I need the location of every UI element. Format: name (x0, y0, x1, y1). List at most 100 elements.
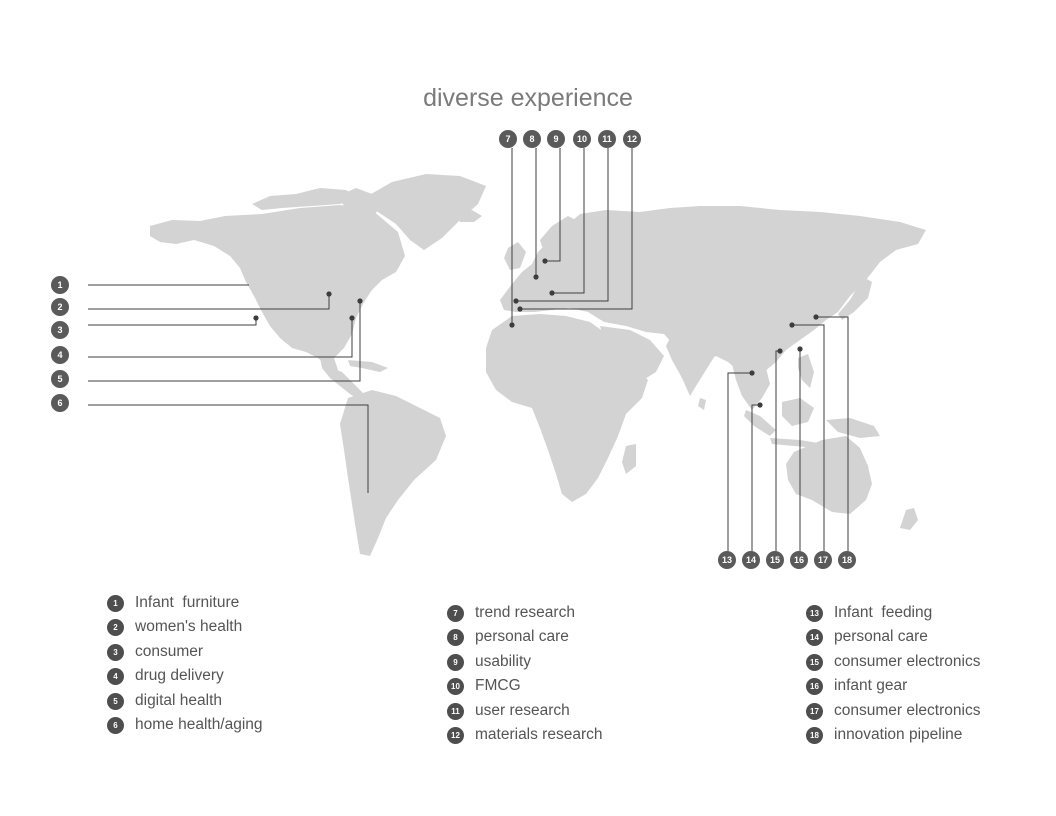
indochina (732, 360, 770, 410)
leader-line-6 (88, 404, 369, 493)
legend-item-12: 12 materials research (447, 725, 603, 745)
legend-label-1: Infant furniture (135, 594, 240, 611)
new-zealand (900, 508, 918, 530)
legend-badge-12: 12 (447, 726, 464, 744)
legend-item-6: 6 home health/aging (107, 715, 263, 735)
legend-label-13: Infant feeding (834, 604, 933, 621)
leader-line-9 (545, 148, 561, 262)
map-marker-8: 8 (523, 130, 541, 148)
new-guinea (826, 418, 880, 438)
location-dots (253, 258, 819, 408)
map-title: diverse experience (423, 84, 633, 112)
svg-text:4: 4 (57, 350, 62, 360)
legend-badge-6: 6 (107, 716, 124, 734)
map-marker-15: 15 (766, 551, 784, 569)
location-dot-5 (357, 298, 363, 304)
legend-item-15: 15 consumer electronics (806, 652, 980, 672)
sri-lanka (698, 398, 706, 410)
legend-badge-15: 15 (806, 653, 823, 671)
location-dot-17 (789, 322, 795, 328)
legend-badge-11: 11 (447, 702, 464, 720)
north-america (150, 205, 405, 370)
legend-badge-17: 17 (806, 702, 823, 720)
leader-line-17 (792, 324, 825, 551)
legend-label-18: innovation pipeline (834, 726, 963, 743)
map-marker-7: 7 (499, 130, 517, 148)
map-marker-17: 17 (814, 551, 832, 569)
location-dot-18 (813, 314, 819, 320)
svg-text:18: 18 (842, 555, 852, 565)
legend-label-16: infant gear (834, 677, 908, 694)
legend-item-2: 2 women's health (107, 617, 242, 637)
svg-text:10: 10 (577, 134, 587, 144)
legend-label-8: personal care (475, 628, 569, 645)
legend-item-11: 11 user research (447, 701, 570, 721)
legend-badge-10: 10 (447, 677, 464, 695)
svg-text:15: 15 (770, 555, 780, 565)
map-marker-4: 4 (51, 346, 69, 364)
iceland (458, 210, 482, 222)
legend-item-17: 17 consumer electronics (806, 701, 980, 721)
map-marker-3: 3 (51, 321, 69, 339)
eurasia (500, 206, 926, 380)
svg-text:12: 12 (627, 134, 637, 144)
legend-item-18: 18 innovation pipeline (806, 725, 962, 745)
map-marker-16: 16 (790, 551, 808, 569)
legend-badge-3: 3 (107, 643, 124, 661)
legend-label-14: personal care (834, 628, 928, 645)
australia (786, 436, 872, 514)
location-dot-11 (513, 298, 519, 304)
svg-text:6: 6 (57, 398, 62, 408)
location-dot-3 (253, 315, 259, 321)
map-marker-2: 2 (51, 298, 69, 316)
map-marker-6: 6 (51, 394, 69, 412)
arabian-peninsula (600, 326, 664, 382)
leader-line-12 (520, 148, 633, 310)
greenland (364, 174, 486, 250)
location-dot-15 (777, 348, 783, 354)
legend-badge-8: 8 (447, 628, 464, 646)
legend-item-13: 13 Infant feeding (806, 603, 932, 623)
leader-line-5 (88, 301, 361, 382)
map-marker-9: 9 (547, 130, 565, 148)
legend-label-9: usability (475, 653, 531, 670)
map-marker-badges: 1 2 3 4 5 6 7 8 9 10 11 12 13 14 15 16 1… (51, 130, 856, 569)
legend-item-9: 9 usability (447, 652, 531, 672)
location-dot-16 (797, 346, 803, 352)
legend-item-14: 14 personal care (806, 627, 928, 647)
legend-badge-7: 7 (447, 604, 464, 622)
legend-label-4: drug delivery (135, 667, 224, 684)
svg-text:17: 17 (818, 555, 828, 565)
legend-item-10: 10 FMCG (447, 676, 521, 696)
map-marker-14: 14 (742, 551, 760, 569)
map-marker-11: 11 (598, 130, 616, 148)
map-marker-10: 10 (573, 130, 591, 148)
svg-text:16: 16 (794, 555, 804, 565)
svg-text:7: 7 (505, 134, 510, 144)
location-dot-13 (749, 370, 755, 376)
british-isles (504, 242, 526, 270)
legend-badge-5: 5 (107, 692, 124, 710)
legend-label-15: consumer electronics (834, 653, 981, 670)
legend-label-11: user research (475, 702, 570, 719)
location-dot-12 (517, 306, 523, 312)
south-america (340, 390, 446, 556)
sumatra (744, 410, 776, 436)
leader-line-2 (88, 294, 330, 310)
legend-badge-16: 16 (806, 677, 823, 695)
leader-line-15 (775, 350, 780, 551)
svg-text:14: 14 (746, 555, 756, 565)
map-marker-1: 1 (51, 276, 69, 294)
legend-item-4: 4 drug delivery (107, 666, 224, 686)
legend-item-16: 16 infant gear (806, 676, 907, 696)
legend-label-12: materials research (475, 726, 603, 743)
japan (838, 276, 872, 320)
svg-text:13: 13 (722, 555, 732, 565)
legend-badge-18: 18 (806, 726, 823, 744)
legend-label-10: FMCG (475, 677, 521, 694)
legend-badge-9: 9 (447, 653, 464, 671)
svg-text:2: 2 (57, 302, 62, 312)
svg-text:3: 3 (57, 325, 62, 335)
location-dot-8 (533, 274, 539, 280)
